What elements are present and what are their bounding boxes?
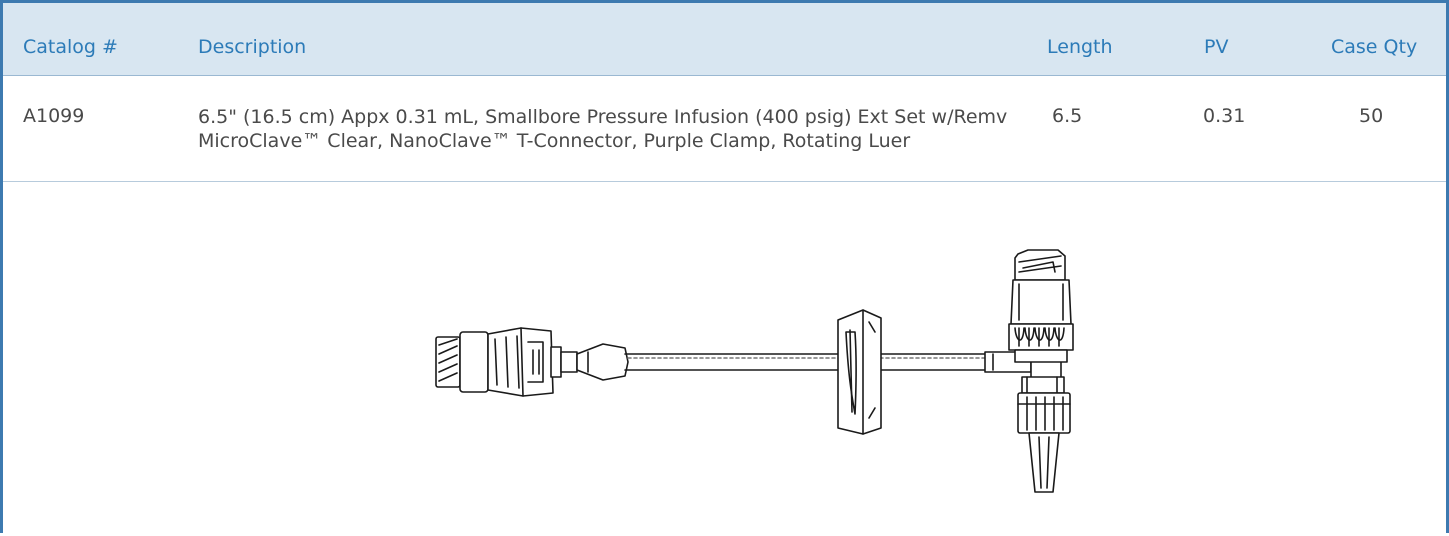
row-pv: 0.31 — [1203, 105, 1246, 127]
table-row: A1099 6.5" (16.5 cm) Appx 0.31 mL, Small… — [3, 76, 1446, 182]
rotating-luer-icon — [435, 327, 629, 397]
row-catalog: A1099 — [23, 105, 85, 127]
extension-set-drawing-icon — [435, 249, 1074, 493]
row-case-qty: 50 — [1359, 105, 1384, 127]
clamp-icon — [837, 309, 882, 435]
tubing-icon — [624, 353, 989, 371]
product-figure — [3, 182, 1446, 536]
microclave-icon — [1008, 249, 1074, 363]
header-pv: PV — [1204, 36, 1229, 58]
row-description: 6.5" (16.5 cm) Appx 0.31 mL, Smallbore P… — [198, 106, 1008, 152]
header-case-qty: Case Qty — [1331, 36, 1418, 58]
table-header: Catalog # Description Length PV Case Qty — [3, 3, 1446, 76]
header-length: Length — [1047, 36, 1113, 58]
bottom-luer-icon — [1017, 392, 1071, 493]
row-length: 6.5 — [1052, 105, 1083, 127]
header-catalog: Catalog # — [23, 36, 118, 58]
header-description: Description — [198, 36, 307, 58]
